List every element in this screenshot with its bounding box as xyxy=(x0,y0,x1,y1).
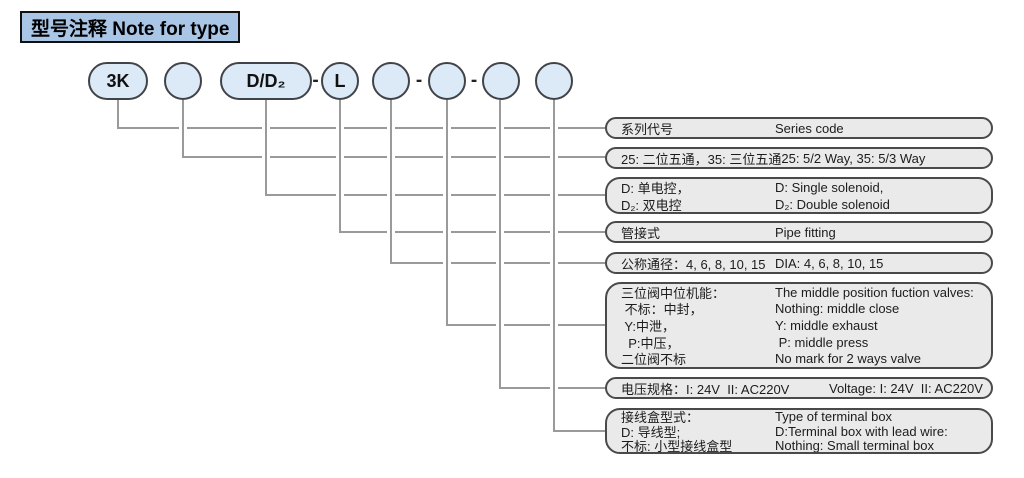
connector-horizontal-line xyxy=(265,194,605,196)
code-separator: - xyxy=(470,70,478,91)
spec-text-zh: 公称通径：4, 6, 8, 10, 15 xyxy=(621,256,766,272)
connector-horizontal-line xyxy=(339,231,605,233)
spec-text-en: Pipe fitting xyxy=(775,224,836,240)
spec-box-terminal-box: 接线盒型式： Type of terminal box D: 导线型; D:Term… xyxy=(605,408,993,454)
spec-text-zh: D₂: 双电控 xyxy=(621,197,682,213)
spec-text-en: D:Terminal box with lead wire: xyxy=(775,423,948,439)
pipe-fitting-circle: L xyxy=(321,62,359,100)
spec-text-en: DIA: 4, 6, 8, 10, 15 xyxy=(775,255,884,271)
spec-text-en: P: middle press xyxy=(775,334,869,350)
spec-text-en: Series code xyxy=(775,120,844,136)
spec-box-pipe-fitting: 管接式 Pipe fitting xyxy=(605,221,993,243)
connector-horizontal-line xyxy=(553,430,605,432)
spec-box-diameter: 公称通径：4, 6, 8, 10, 15 DIA: 4, 6, 8, 10, 15 xyxy=(605,252,993,274)
spec-text-en: Voltage: I: 24V II: AC220V xyxy=(829,380,983,396)
spec-text-en: D: Single solenoid, xyxy=(775,179,884,195)
spec-text-zh: 电压规格：I: 24V II: AC220V xyxy=(621,381,790,397)
spec-text-zh: Y:中泄， xyxy=(621,319,675,334)
spec-text-en: D₂: Double solenoid xyxy=(775,196,890,212)
code-separator: - xyxy=(312,70,319,91)
solenoid-code-pill: D/D₂ xyxy=(220,62,312,100)
connector-vertical-line xyxy=(265,100,267,196)
spec-box-solenoid: D: 单电控， D: Single solenoid, D₂: 双电控 D₂: Do… xyxy=(605,177,993,214)
connector-vertical-line xyxy=(553,100,555,432)
spec-text-zh: 不标: 小型接线盒型 xyxy=(621,439,733,454)
connector-horizontal-line xyxy=(446,324,605,326)
spec-text-en: Y: middle exhaust xyxy=(775,318,878,333)
spec-text-zh: 25: 二位五通，35: 三位五通 xyxy=(621,151,782,167)
spec-text-zh: D: 导线型; xyxy=(621,424,681,440)
connector-vertical-line xyxy=(499,100,501,389)
spec-text-en: Type of terminal box xyxy=(775,408,893,424)
voltage-code-circle xyxy=(482,62,520,100)
connector-vertical-line xyxy=(117,100,119,129)
middle-function-circle xyxy=(428,62,466,100)
spec-text-en: Nothing: Small terminal box xyxy=(775,438,934,454)
spec-text-zh: P:中压， xyxy=(621,335,680,351)
spec-text-en: The middle position fuction valves: xyxy=(775,284,974,300)
connector-horizontal-line xyxy=(117,127,605,129)
spec-text-zh: 系列代号 xyxy=(621,121,674,137)
spec-text-zh: D: 单电控， xyxy=(621,180,690,196)
page-title: 型号注释 Note for type xyxy=(20,11,241,43)
spec-text-zh: 接线盒型式： xyxy=(621,409,700,425)
spec-box-series-code: 系列代号 Series code xyxy=(605,117,993,139)
connector-vertical-line xyxy=(339,100,341,233)
terminal-box-circle xyxy=(535,62,573,100)
spec-text-zh: 三位阀中位机能： xyxy=(621,285,726,301)
code-separator: - xyxy=(415,70,423,91)
spec-text-en: Nothing: middle close xyxy=(775,301,900,317)
spec-text-zh: 管接式 xyxy=(621,225,661,241)
connector-vertical-line xyxy=(390,100,392,264)
connector-vertical-line xyxy=(446,100,448,326)
spec-text-zh: 二位阀不标 xyxy=(621,352,687,368)
spec-text-zh: 不标：中封， xyxy=(621,302,703,318)
spec-text-en: No mark for 2 ways valve xyxy=(775,351,921,367)
dia-code-circle xyxy=(372,62,410,100)
way-code-circle xyxy=(164,62,202,100)
spec-box-middle-position: 三位阀中位机能： The middle position fuction valv… xyxy=(605,282,993,369)
spec-box-voltage: 电压规格：I: 24V II: AC220V Voltage: I: 24V II… xyxy=(605,377,993,399)
spec-text-en: 25: 5/2 Way, 35: 5/3 Way xyxy=(781,150,926,166)
series-code-pill: 3K xyxy=(88,62,148,100)
connector-vertical-line xyxy=(182,100,184,158)
